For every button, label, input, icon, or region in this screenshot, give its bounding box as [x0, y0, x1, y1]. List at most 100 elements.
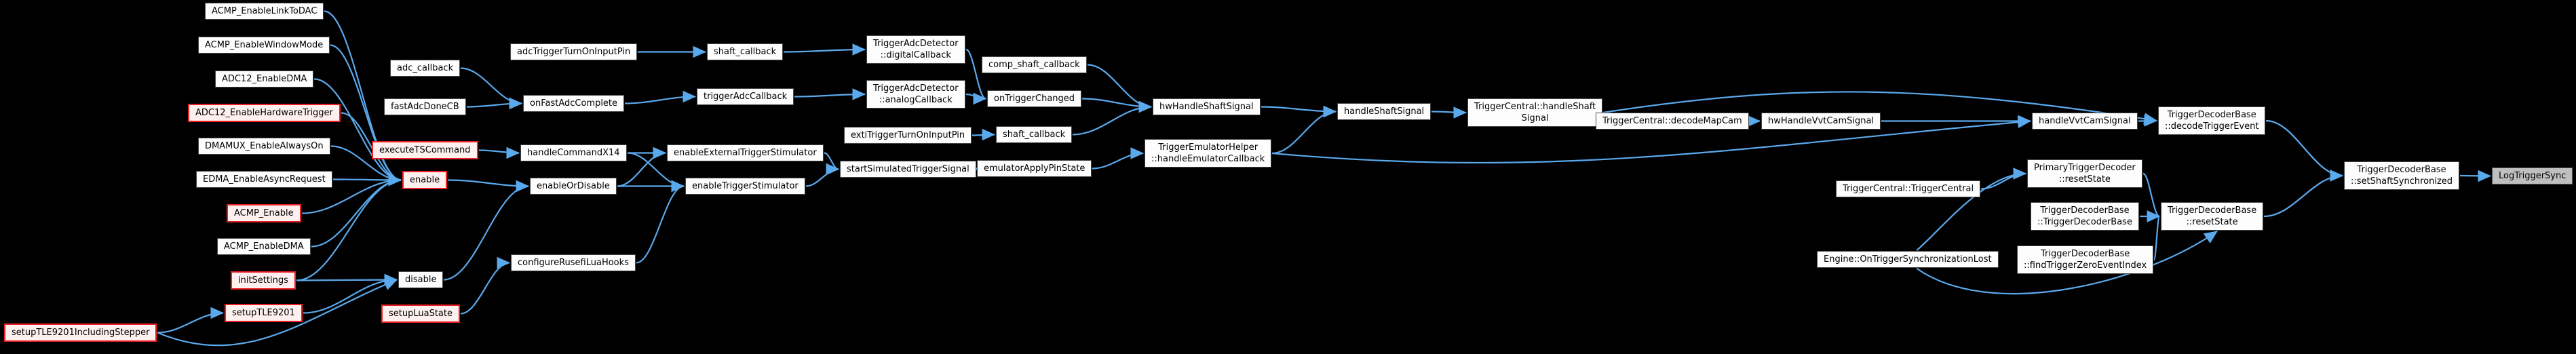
node-label: ::setShaftSynchronized: [2351, 176, 2453, 186]
node-ACMP_EnableLinkToDAC[interactable]: ACMP_EnableLinkToDAC: [205, 3, 324, 20]
node-label: TriggerDecoderBase: [2041, 249, 2130, 259]
node-ADC12_EnableHardwareTrigger[interactable]: ADC12_EnableHardwareTrigger: [188, 104, 341, 122]
node-ACMP_EnableDMA[interactable]: ACMP_EnableDMA: [217, 238, 311, 255]
node-extiTriggerTurnOnInputPin[interactable]: extiTriggerTurnOnInputPin: [844, 127, 972, 144]
call-edge-enableExternalTriggerStimulator--startSimulatedTriggerSignal: [824, 152, 840, 176]
node-tc_decodeMapCam[interactable]: TriggerCentral::decodeMapCam: [1596, 113, 1749, 130]
node-label: ACMP_EnableLinkToDAC: [212, 6, 318, 16]
node-ACMP_EnableWindowMode[interactable]: ACMP_EnableWindowMode: [198, 37, 330, 54]
node-enable[interactable]: enable: [402, 171, 448, 189]
node-hwHandleVvtCamSignal[interactable]: hwHandleVvtCamSignal: [1761, 113, 1881, 130]
node-setupLuaState[interactable]: setupLuaState: [381, 304, 460, 323]
call-edge-disable--enableOrDisable: [443, 180, 530, 281]
node-handleCommandX14[interactable]: handleCommandX14: [520, 144, 627, 161]
node-setupTLE9201[interactable]: setupTLE9201: [225, 304, 303, 322]
node-label: TriggerDecoderBase: [2357, 165, 2446, 175]
call-edge-enableTriggerStimulator--startSimulatedTriggerSignal: [805, 163, 840, 187]
node-engine_OnTriggerSynchronizationLost[interactable]: Engine::OnTriggerSynchronizationLost: [1817, 251, 1999, 268]
call-edge-adc_callback--onFastAdcComplete: [460, 67, 523, 110]
node-shaft_callback_exti[interactable]: shaft_callback: [996, 126, 1073, 143]
node-ACMP_Enable[interactable]: ACMP_Enable: [227, 204, 301, 222]
node-LogTriggerSync: LogTriggerSync: [2492, 168, 2573, 184]
call-edge-engine_OnTriggerSynchronizationLost--tdb_resetState: [1916, 231, 2218, 295]
node-tdb_decodeTriggerEvent[interactable]: TriggerDecoderBase::decodeTriggerEvent: [2158, 106, 2266, 135]
call-edge-initSettings--enable: [296, 174, 402, 281]
node-tdb_findTriggerZeroEventIndex[interactable]: TriggerDecoderBase::findTriggerZeroEvent…: [2017, 245, 2154, 274]
node-label: fastAdcDoneCB: [391, 102, 459, 112]
node-handleVvtCamSignal[interactable]: handleVvtCamSignal: [2032, 113, 2138, 130]
call-edge-extiTriggerTurnOnInputPin--shaft_callback_exti: [972, 128, 996, 141]
node-tdb_resetState[interactable]: TriggerDecoderBase::resetState: [2161, 202, 2264, 231]
call-edge-shaft_callback_adc--tad_digitalCallback: [783, 43, 866, 56]
node-enableTriggerStimulator[interactable]: enableTriggerStimulator: [685, 178, 805, 195]
call-edge-ACMP_Enable--enable: [301, 174, 402, 214]
call-edge-tdb_resetState--tdb_setShaftSynchronized: [2263, 170, 2344, 218]
node-label: emulatorApplyPinState: [984, 163, 1085, 174]
call-edge-tc_handleShaftSignal--tdb_decodeTriggerEvent: [1602, 91, 2158, 125]
node-label: comp_shaft_callback: [988, 60, 1080, 70]
node-label: LogTriggerSync: [2499, 171, 2567, 181]
node-fastAdcDoneCB[interactable]: fastAdcDoneCB: [384, 98, 466, 115]
node-tdb_setShaftSynchronized[interactable]: TriggerDecoderBase::setShaftSynchronized: [2344, 161, 2460, 190]
call-edge-onTriggerChanged--hwHandleShaftSignal: [1081, 98, 1153, 113]
node-EDMA_EnableAsyncRequest[interactable]: EDMA_EnableAsyncRequest: [196, 171, 332, 188]
node-label: ::resetState: [2186, 217, 2238, 227]
node-enableOrDisable[interactable]: enableOrDisable: [530, 178, 617, 195]
node-emulatorApplyPinState[interactable]: emulatorApplyPinState: [977, 160, 1092, 177]
node-shaft_callback_adc[interactable]: shaft_callback: [707, 43, 784, 60]
node-hwHandleShaftSignal[interactable]: hwHandleShaftSignal: [1153, 98, 1261, 115]
node-DMAMUX_EnableAlwaysOn[interactable]: DMAMUX_EnableAlwaysOn: [198, 138, 330, 155]
call-edge-ADC12_EnableDMA--enable: [313, 78, 402, 186]
node-disable[interactable]: disable: [398, 271, 444, 288]
call-edge-enableOrDisable--enableExternalTriggerStimulator: [617, 146, 667, 187]
node-label: TriggerDecoderBase: [2040, 205, 2130, 216]
node-label: onFastAdcComplete: [530, 98, 618, 109]
node-triggerAdcCallback[interactable]: triggerAdcCallback: [697, 88, 794, 105]
node-label: ::handleEmulatorCallback: [1151, 154, 1265, 164]
node-ptd_resetState[interactable]: PrimaryTriggerDecoder::resetState: [2027, 159, 2142, 188]
node-label: TriggerCentral::decodeMapCam: [1602, 116, 1742, 126]
node-setupTLE9201IncludingStepper[interactable]: setupTLE9201IncludingStepper: [4, 323, 157, 342]
node-onFastAdcComplete[interactable]: onFastAdcComplete: [523, 95, 625, 112]
node-configureRusefiLuaHooks[interactable]: configureRusefiLuaHooks: [511, 254, 636, 271]
node-label: ::findTriggerZeroEventIndex: [2024, 260, 2147, 271]
call-edge-emulatorApplyPinState--teh_handleEmulatorCallback: [1092, 147, 1145, 170]
node-tad_digitalCallback[interactable]: TriggerAdcDetector::digitalCallback: [866, 35, 965, 64]
node-label: disable: [405, 275, 437, 285]
node-label: enableExternalTriggerStimulator: [674, 148, 817, 158]
node-executeTSCommand[interactable]: executeTSCommand: [372, 141, 478, 159]
node-initSettings[interactable]: initSettings: [231, 271, 296, 290]
node-teh_handleEmulatorCallback[interactable]: TriggerEmulatorHelper::handleEmulatorCal…: [1145, 139, 1272, 168]
node-handleShaftSignal[interactable]: handleShaftSignal: [1337, 103, 1431, 120]
node-label: configureRusefiLuaHooks: [518, 258, 629, 268]
node-tdb_TriggerDecoderBase[interactable]: TriggerDecoderBase::TriggerDecoderBase: [2031, 202, 2139, 231]
call-edge-onFastAdcComplete--triggerAdcCallback: [624, 90, 697, 104]
node-label: startSimulatedTriggerSignal: [847, 164, 969, 174]
node-label: TriggerCentral::handleShaft: [1474, 102, 1596, 112]
node-comp_shaft_callback[interactable]: comp_shaft_callback: [982, 56, 1087, 73]
node-label: adcTriggerTurnOnInputPin: [517, 47, 631, 57]
node-label: handleCommandX14: [527, 148, 620, 158]
node-adc_callback[interactable]: adc_callback: [390, 60, 461, 77]
node-label: handleShaftSignal: [1344, 106, 1425, 117]
call-edge-tad_analogCallback--onTriggerChanged: [965, 92, 987, 105]
node-tad_analogCallback[interactable]: TriggerAdcDetector::analogCallback: [866, 80, 965, 109]
node-enableExternalTriggerStimulator[interactable]: enableExternalTriggerStimulator: [667, 144, 824, 161]
node-label: ::TriggerDecoderBase: [2037, 217, 2132, 227]
node-tc_TriggerCentral[interactable]: TriggerCentral::TriggerCentral: [1836, 180, 1981, 197]
node-label: ACMP_EnableWindowMode: [205, 40, 324, 50]
node-label: enableTriggerStimulator: [692, 181, 799, 191]
node-label: enable: [410, 175, 440, 185]
node-label: TriggerDecoderBase: [2168, 205, 2257, 216]
call-edge-teh_handleEmulatorCallback--handleVvtCamSignal: [1271, 116, 2032, 164]
call-edge-ACMP_EnableDMA--enable: [311, 174, 402, 248]
call-edge-ptd_resetState--tdb_resetState: [2142, 172, 2161, 222]
node-startSimulatedTriggerSignal[interactable]: startSimulatedTriggerSignal: [840, 161, 976, 178]
node-ADC12_EnableDMA[interactable]: ADC12_EnableDMA: [215, 71, 314, 87]
node-adcTriggerTurnOnInputPin[interactable]: adcTriggerTurnOnInputPin: [510, 43, 638, 60]
node-onTriggerChanged[interactable]: onTriggerChanged: [987, 90, 1082, 107]
node-label: TriggerEmulatorHelper: [1158, 142, 1258, 153]
